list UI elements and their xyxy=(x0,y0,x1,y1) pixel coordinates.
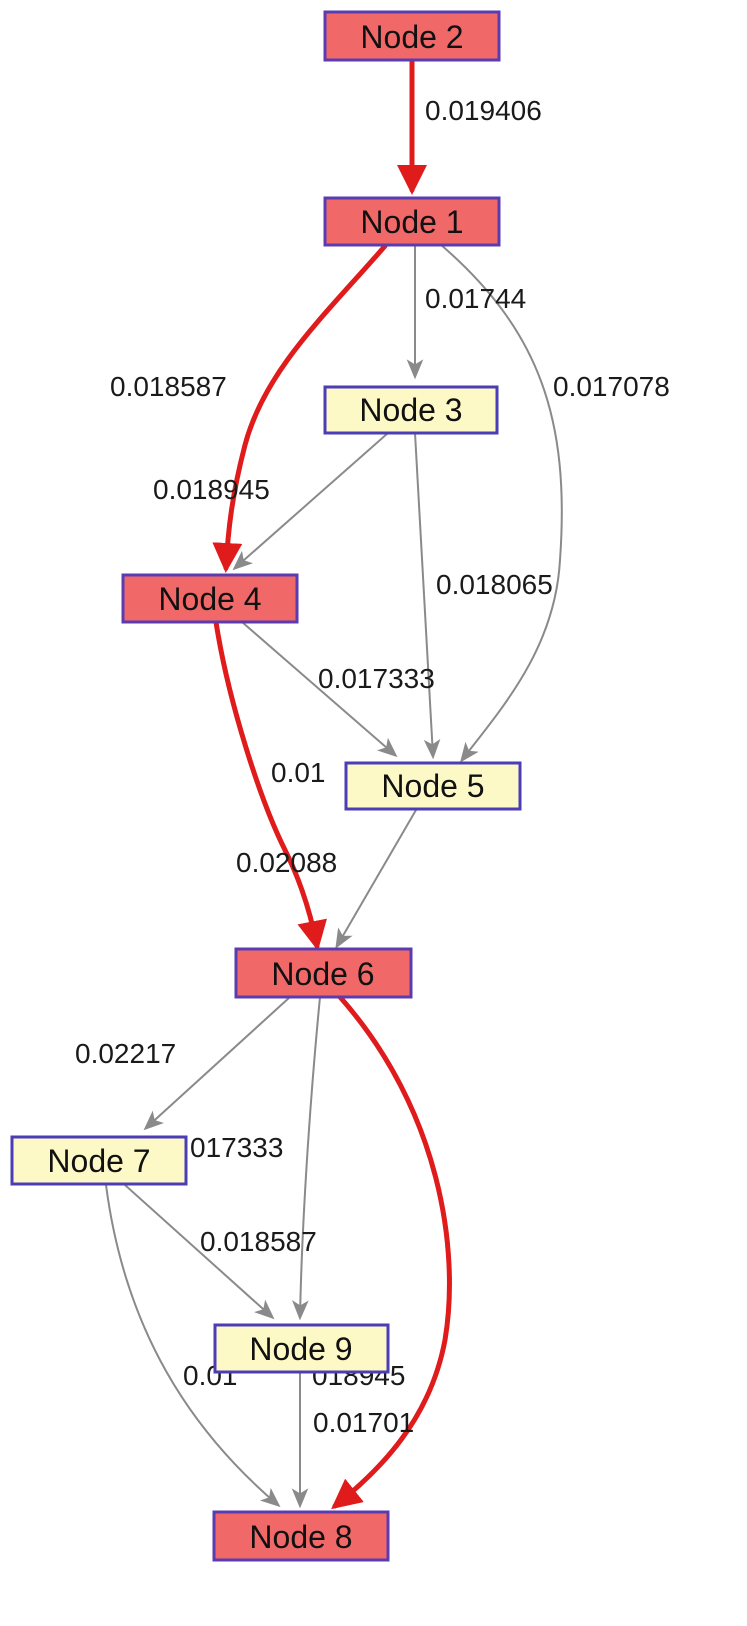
edge-label-node3-node4: 0.018945 xyxy=(153,474,270,505)
node-6-box xyxy=(234,947,413,999)
node-7[interactable]: Node 7 xyxy=(10,1135,188,1186)
edge-label-node2-node1: 0.019406 xyxy=(425,95,542,126)
node-3-box xyxy=(323,385,499,435)
node-2[interactable]: Node 2 xyxy=(323,10,501,62)
edge-label-node6-node8: 0.01701 xyxy=(313,1407,414,1438)
edge-node3-node5 xyxy=(414,432,441,760)
node-4-label: Node 4 xyxy=(158,581,261,617)
edge-node5-node6 xyxy=(335,809,417,949)
node-2-box xyxy=(323,10,501,62)
node-3[interactable]: Node 3 xyxy=(323,385,499,435)
edge-label-node5-node6: 0.02088 xyxy=(236,847,337,878)
node-7-label: Node 7 xyxy=(47,1143,150,1179)
node-8-label: Node 8 xyxy=(249,1519,352,1555)
edge-label-node3-node5: 0.018065 xyxy=(436,569,553,600)
node-5[interactable]: Node 5 xyxy=(344,761,522,811)
edge-label-node4-node5: 0.017333 xyxy=(318,663,435,694)
node-6-label: Node 6 xyxy=(271,956,374,992)
edge-label-node4-node6: 0.01 xyxy=(271,757,326,788)
edge-node7-node9 xyxy=(124,1184,275,1320)
node-1-box xyxy=(323,196,501,247)
edge-labels: 0.019406 0.01744 0.018587 0.017078 0.018… xyxy=(75,95,670,1438)
node-2-label: Node 2 xyxy=(360,19,463,55)
node-9-box xyxy=(213,1323,390,1374)
node-7-box xyxy=(10,1135,188,1186)
nodes: Node 2 Node 1 Node 3 Node 4 Node 5 Node … xyxy=(10,10,522,1562)
edge-node7-node8 xyxy=(105,1184,281,1508)
edge-node6-node8 xyxy=(331,994,452,1510)
edge-node1-node5 xyxy=(439,243,563,763)
node-4-box xyxy=(121,573,299,624)
edge-label-node1-node5: 0.017078 xyxy=(553,371,670,402)
edge-node1-node4 xyxy=(212,243,388,573)
node-3-label: Node 3 xyxy=(359,392,462,428)
edge-node4-node5 xyxy=(241,621,398,758)
node-9[interactable]: Node 9 xyxy=(213,1323,390,1374)
node-1-label: Node 1 xyxy=(360,204,463,240)
edge-node4-node6 xyxy=(213,619,327,951)
node-8[interactable]: Node 8 xyxy=(212,1510,390,1562)
edge-node3-node4 xyxy=(232,432,389,571)
edges xyxy=(105,59,563,1510)
node-8-box xyxy=(212,1510,390,1562)
edge-label-node6-node7: 0.02217 xyxy=(75,1038,176,1069)
edge-label-node6-node9: 017333 xyxy=(190,1132,283,1163)
edge-label-node1-node4: 0.018587 xyxy=(110,371,227,402)
node-6[interactable]: Node 6 xyxy=(234,947,413,999)
node-5-box xyxy=(344,761,522,811)
edge-label-node7-node9: 0.018587 xyxy=(200,1226,317,1257)
node-9-label: Node 9 xyxy=(249,1331,352,1367)
node-5-label: Node 5 xyxy=(381,768,484,804)
edge-node6-node9 xyxy=(292,996,321,1321)
node-1[interactable]: Node 1 xyxy=(323,196,501,247)
edge-label-node1-node3: 0.01744 xyxy=(425,283,526,314)
node-4[interactable]: Node 4 xyxy=(121,573,299,624)
edge-node6-node7 xyxy=(143,996,291,1131)
